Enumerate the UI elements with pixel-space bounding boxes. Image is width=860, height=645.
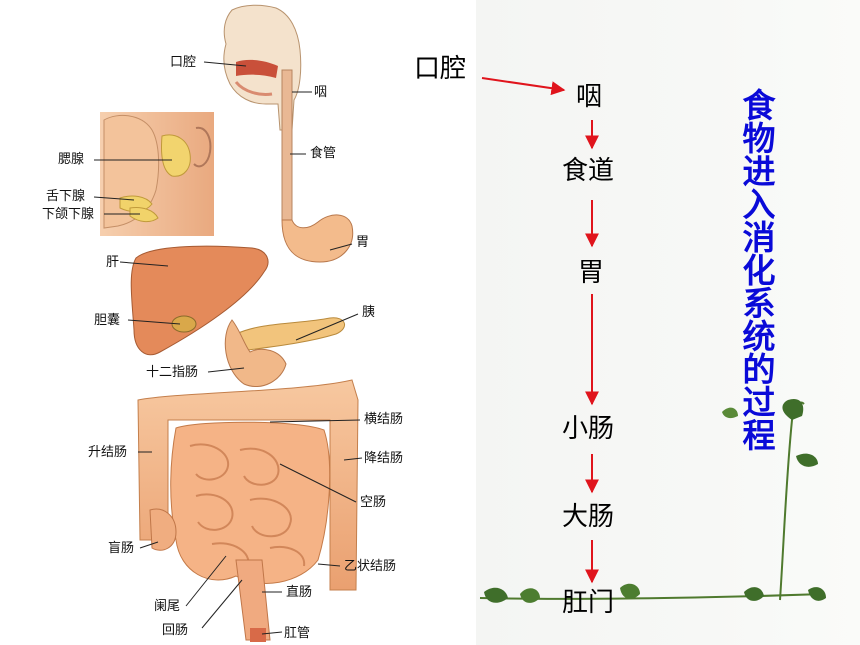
flow-arrows	[481, 77, 599, 584]
plant-decoration	[479, 398, 826, 603]
flow-panel	[476, 0, 860, 645]
flow-step-large-intestine: 大肠	[562, 502, 615, 532]
flow-step-mouth: 口腔	[414, 54, 467, 84]
label-pharynx: 咽	[314, 85, 328, 100]
label-duodenum: 十二指肠	[146, 365, 199, 380]
leader-lines	[93, 61, 363, 635]
label-esophagus: 食管	[310, 146, 337, 161]
label-sublingual: 舌下腺	[46, 189, 86, 204]
flow-step-anus: 肛门	[562, 588, 615, 618]
flow-step-small-intestine: 小肠	[562, 414, 615, 444]
flow-step-esophagus: 食道	[562, 156, 615, 186]
title-vertical: 食物进入消化系统的过程	[737, 88, 776, 451]
arrow-mouth-to-pharynx	[481, 77, 566, 96]
label-pancreas: 胰	[362, 305, 376, 320]
label-ascending-colon: 升结肠	[88, 445, 128, 460]
label-submandibular: 下颌下腺	[42, 207, 95, 222]
label-sigmoid-colon: 乙状结肠	[344, 559, 397, 574]
label-ileum: 回肠	[162, 623, 189, 638]
label-parotid: 腮腺	[58, 152, 85, 167]
label-transverse-colon: 横结肠	[364, 412, 404, 427]
head-pharynx-drawing	[223, 4, 302, 221]
label-cecum: 盲肠	[108, 541, 135, 556]
label-descending-colon: 降结肠	[364, 451, 404, 466]
label-anal-canal: 肛管	[284, 626, 311, 641]
label-mouth: 口腔	[170, 55, 197, 70]
face-salivary-drawing	[100, 112, 214, 236]
label-gallbladder: 胆囊	[94, 313, 121, 328]
intestines-drawing	[137, 379, 359, 642]
label-stomach: 胃	[356, 235, 370, 250]
label-jejunum: 空肠	[360, 495, 387, 510]
label-appendix: 阑尾	[154, 599, 181, 614]
flow-step-pharynx: 咽	[576, 82, 603, 112]
upper-abdomen-drawing	[130, 214, 354, 387]
label-liver: 肝	[106, 255, 120, 270]
flow-step-stomach: 胃	[578, 258, 605, 288]
label-rectum: 直肠	[286, 585, 313, 600]
